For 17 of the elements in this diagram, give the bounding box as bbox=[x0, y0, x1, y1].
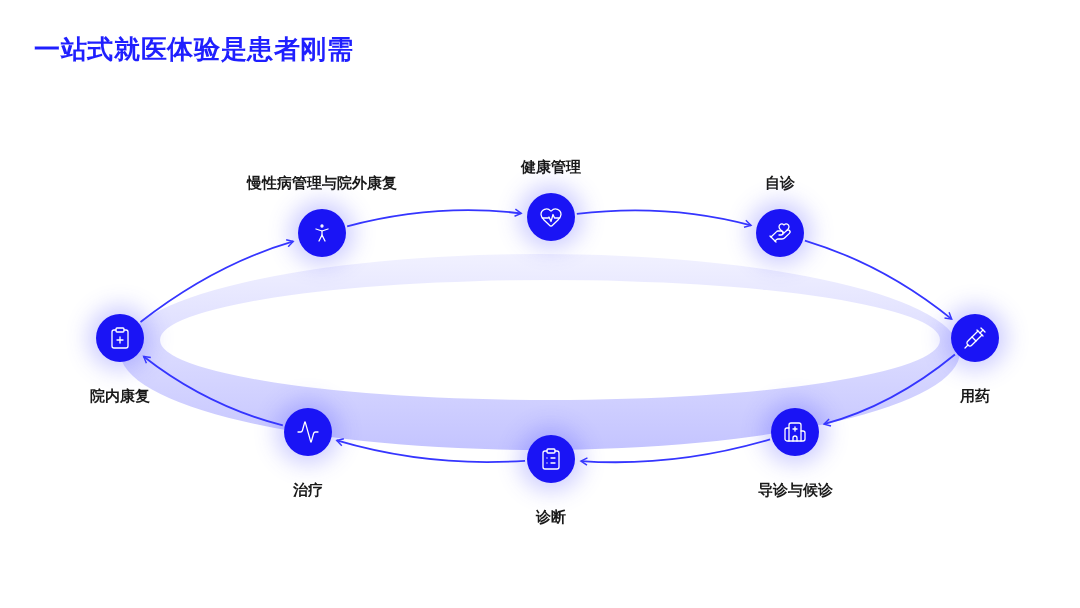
step-label: 院内康复 bbox=[90, 386, 150, 406]
arrow bbox=[142, 355, 284, 427]
arrow bbox=[335, 438, 526, 463]
arrow bbox=[575, 209, 752, 229]
step-label: 用药 bbox=[960, 386, 990, 406]
step-label: 治疗 bbox=[293, 480, 323, 500]
step-label: 慢性病管理与院外康复 bbox=[247, 173, 397, 193]
step-label: 健康管理 bbox=[521, 157, 581, 177]
arrow bbox=[804, 239, 953, 320]
arrow bbox=[580, 438, 771, 466]
step-label: 导诊与候诊 bbox=[757, 480, 833, 500]
arrow bbox=[346, 208, 523, 228]
step-label: 自诊 bbox=[765, 173, 795, 193]
arrow bbox=[823, 353, 956, 427]
step-label: 诊断 bbox=[536, 507, 566, 527]
page-title: 一站式就医体验是患者刚需 bbox=[34, 33, 354, 66]
arrow bbox=[139, 239, 295, 323]
